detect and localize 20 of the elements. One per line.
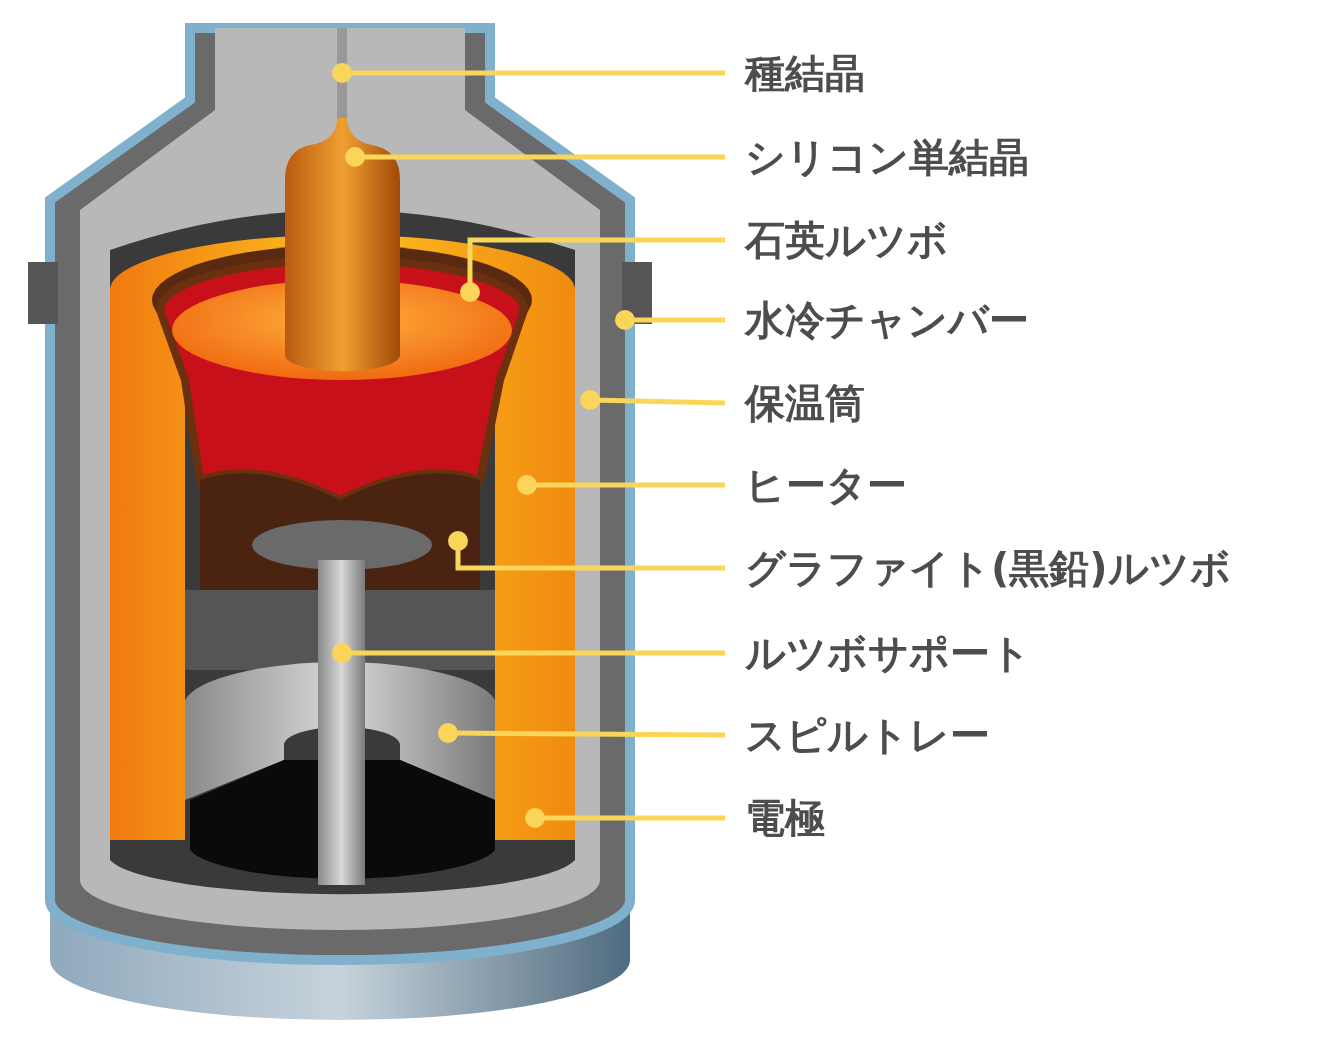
leader-line (332, 63, 725, 83)
leader-line (345, 147, 725, 167)
leader-line (580, 390, 726, 410)
part-label: 種結晶 (745, 49, 865, 97)
part-label: グラファイト(黒鉛)ルツボ (745, 544, 1231, 592)
leader-line (517, 475, 725, 495)
leader-line (615, 310, 725, 330)
part-label: 電極 (745, 794, 825, 842)
leader-line (332, 643, 725, 663)
part-label: ルツボサポート (745, 629, 1031, 677)
leader-line (448, 531, 725, 571)
leader-line (460, 237, 725, 302)
part-label: 水冷チャンバー (745, 296, 1029, 344)
part-label: 保温筒 (745, 379, 865, 427)
part-label: 石英ルツボ (745, 216, 948, 264)
leader-line (525, 808, 725, 828)
part-label: シリコン単結晶 (745, 133, 1029, 181)
part-label: スピルトレー (745, 711, 990, 759)
part-label: ヒーター (745, 461, 907, 509)
leader-line (438, 723, 725, 743)
